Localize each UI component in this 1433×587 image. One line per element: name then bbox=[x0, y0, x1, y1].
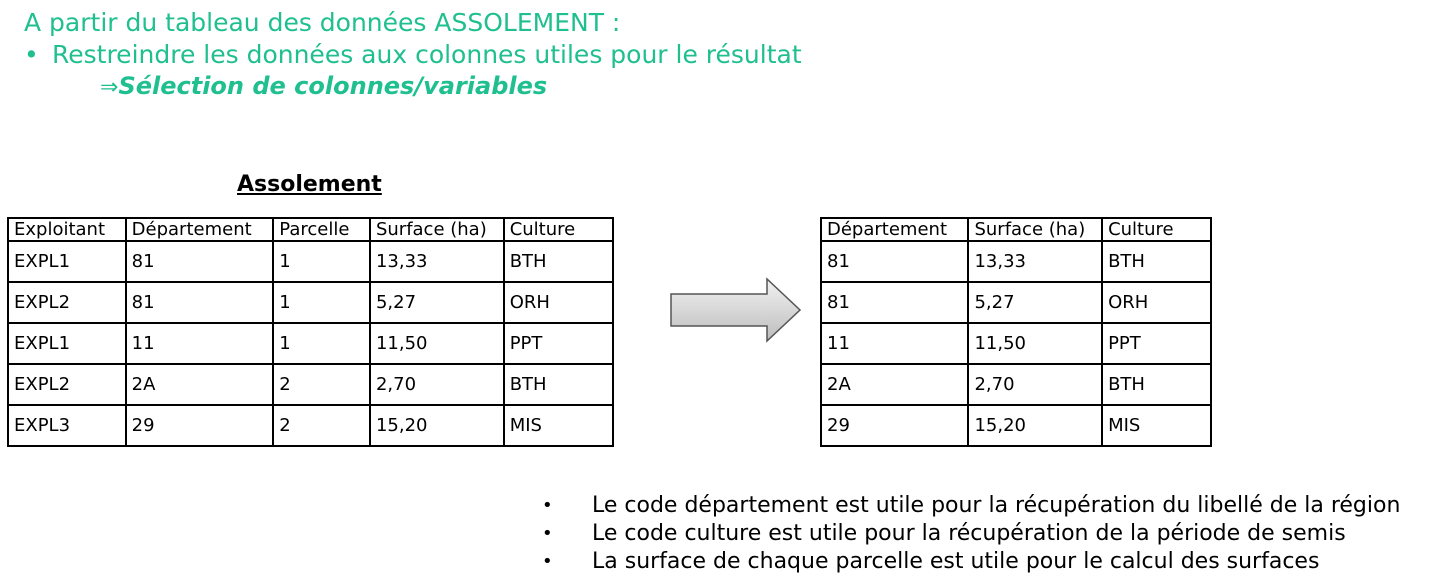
table-cell: 2 bbox=[272, 363, 371, 406]
list-item: Le code département est utile pour la ré… bbox=[542, 492, 1400, 520]
table-cell: 29 bbox=[819, 404, 970, 447]
table-row: EXPL1 81 1 13,33 BTH bbox=[7, 240, 615, 283]
column-header: Parcelle bbox=[272, 217, 371, 242]
table-cell: 13,33 bbox=[368, 240, 505, 283]
table-cell: ORH bbox=[1101, 281, 1212, 324]
table-cell: EXPL1 bbox=[7, 322, 127, 365]
table-cell: 5,27 bbox=[368, 281, 505, 324]
table-cell: MIS bbox=[502, 404, 615, 447]
table-cell: EXPL1 bbox=[7, 240, 127, 283]
table-cell: 2,70 bbox=[967, 363, 1104, 406]
notes-list: Le code département est utile pour la ré… bbox=[542, 492, 1400, 576]
list-item: Le code culture est utile pour la récupé… bbox=[542, 520, 1400, 548]
column-header: Surface (ha) bbox=[967, 217, 1104, 242]
table-row: 2A 2,70 BTH bbox=[819, 363, 1212, 406]
table-row: 29 15,20 MIS bbox=[819, 404, 1212, 447]
source-table-title: Assolement bbox=[237, 172, 382, 197]
table-cell: 13,33 bbox=[967, 240, 1104, 283]
table-cell: 11 bbox=[819, 322, 970, 365]
table-cell: 81 bbox=[124, 240, 275, 283]
intro-line-2-text: Restreindre les données aux colonnes uti… bbox=[52, 40, 802, 69]
table-cell: PPT bbox=[1101, 322, 1212, 365]
table-cell: EXPL2 bbox=[7, 281, 127, 324]
table-cell: BTH bbox=[502, 240, 615, 283]
table-cell: BTH bbox=[502, 363, 615, 406]
table-cell: 2 bbox=[272, 404, 371, 447]
list-item: La surface de chaque parcelle est utile … bbox=[542, 548, 1400, 576]
table-cell: MIS bbox=[1101, 404, 1212, 447]
table-cell: 81 bbox=[124, 281, 275, 324]
table-row: EXPL1 11 1 11,50 PPT bbox=[7, 322, 615, 365]
table-row: 81 13,33 BTH bbox=[819, 240, 1212, 283]
intro-line-2: • Restreindre les données aux colonnes ut… bbox=[24, 40, 802, 69]
table-row: EXPL3 29 2 15,20 MIS bbox=[7, 404, 615, 447]
table-cell: 5,27 bbox=[967, 281, 1104, 324]
table-cell: PPT bbox=[502, 322, 615, 365]
intro-line-1: A partir du tableau des données ASSOLEME… bbox=[24, 8, 621, 37]
table-cell: BTH bbox=[1101, 240, 1212, 283]
table-row: EXPL2 81 1 5,27 ORH bbox=[7, 281, 615, 324]
table-cell: 81 bbox=[819, 281, 970, 324]
column-header: Exploitant bbox=[7, 217, 127, 242]
result-table: Département Surface (ha) Culture 81 13,3… bbox=[819, 217, 1212, 447]
implies-arrow-icon: ⇒ bbox=[100, 75, 119, 100]
table-cell: 1 bbox=[272, 240, 371, 283]
column-header: Département bbox=[124, 217, 275, 242]
intro-line-3: ⇒Sélection de colonnes/variables bbox=[100, 72, 547, 100]
column-header: Culture bbox=[502, 217, 615, 242]
table-row: EXPL2 2A 2 2,70 BTH bbox=[7, 363, 615, 406]
table-cell: 1 bbox=[272, 322, 371, 365]
column-header: Département bbox=[819, 217, 970, 242]
table-cell: 1 bbox=[272, 281, 371, 324]
right-arrow-icon bbox=[670, 277, 802, 343]
table-header-row: Département Surface (ha) Culture bbox=[819, 217, 1212, 242]
table-cell: 29 bbox=[124, 404, 275, 447]
bullet-icon: • bbox=[24, 40, 39, 69]
table-cell: BTH bbox=[1101, 363, 1212, 406]
table-row: 11 11,50 PPT bbox=[819, 322, 1212, 365]
table-cell: 2A bbox=[819, 363, 970, 406]
table-header-row: Exploitant Département Parcelle Surface … bbox=[7, 217, 615, 242]
table-cell: 11,50 bbox=[368, 322, 505, 365]
column-header: Surface (ha) bbox=[368, 217, 505, 242]
source-table: Exploitant Département Parcelle Surface … bbox=[7, 217, 615, 447]
intro-line-3-text: Sélection de colonnes/variables bbox=[118, 72, 548, 100]
column-header: Culture bbox=[1101, 217, 1212, 242]
table-cell: 15,20 bbox=[368, 404, 505, 447]
table-cell: 2A bbox=[124, 363, 275, 406]
table-cell: 11,50 bbox=[967, 322, 1104, 365]
table-cell: 2,70 bbox=[368, 363, 505, 406]
table-cell: 15,20 bbox=[967, 404, 1104, 447]
table-cell: ORH bbox=[502, 281, 615, 324]
table-cell: 11 bbox=[124, 322, 275, 365]
table-cell: EXPL3 bbox=[7, 404, 127, 447]
table-cell: 81 bbox=[819, 240, 970, 283]
table-row: 81 5,27 ORH bbox=[819, 281, 1212, 324]
table-cell: EXPL2 bbox=[7, 363, 127, 406]
